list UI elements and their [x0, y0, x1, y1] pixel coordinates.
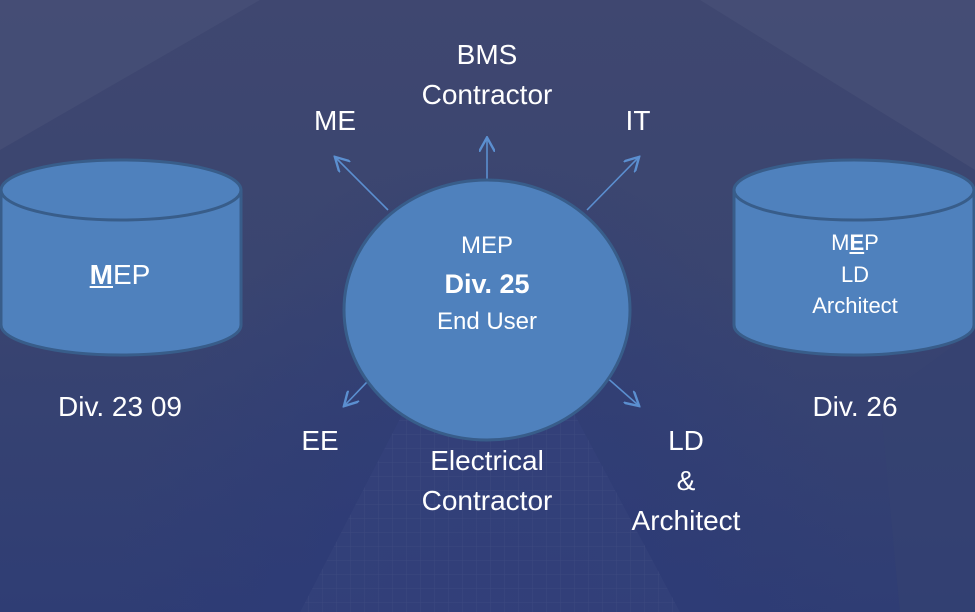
- it-label: IT: [625, 105, 651, 136]
- right-cylinder-caption: Div. 26: [812, 391, 898, 422]
- ld-label-line2: &: [676, 465, 696, 496]
- bms-label-line1: BMS: [456, 39, 518, 70]
- center-node-line3: End User: [436, 308, 538, 335]
- arrow-to-it: [586, 158, 638, 211]
- ld-label-line1: LD: [668, 425, 704, 456]
- ld-label-line3: Architect: [631, 505, 741, 536]
- me-label: ME: [314, 105, 356, 136]
- left-cylinder-label-rest: EP: [112, 259, 151, 290]
- electrical-label-line2: Contractor: [421, 485, 553, 516]
- right-cylinder-label-underlined: E: [849, 230, 865, 255]
- building-right-bg: [700, 0, 975, 170]
- center-node-line1: MEP: [460, 232, 514, 259]
- center-node: [342, 178, 632, 442]
- right-cylinder-label-suffix: P: [864, 230, 879, 255]
- left-cylinder: [0, 158, 243, 357]
- right-cylinder-line3: Architect: [812, 293, 898, 318]
- building-left-bg: [0, 0, 260, 150]
- left-cylinder-caption: Div. 23 09: [58, 391, 182, 422]
- left-cylinder-label-underlined: M: [89, 259, 113, 290]
- right-cylinder-line2: LD: [840, 262, 870, 287]
- bms-label-line2: Contractor: [421, 79, 553, 110]
- right-cylinder-label-prefix: M: [831, 230, 850, 255]
- center-node-line2: Div. 25: [444, 269, 530, 299]
- electrical-label-line1: Electrical: [430, 445, 544, 476]
- building-right-lower: [880, 330, 975, 612]
- right-cylinder-label: MEP: [831, 230, 879, 256]
- right-cylinder: [732, 158, 975, 357]
- ee-label: EE: [301, 425, 339, 456]
- arrow-to-me: [336, 158, 389, 211]
- left-cylinder-label: MEP: [90, 258, 151, 292]
